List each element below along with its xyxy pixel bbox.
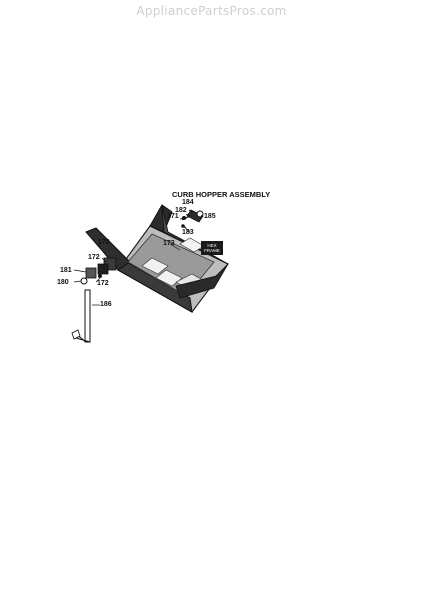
part-label-183: 183 xyxy=(182,229,194,236)
part-label-172-upper: 172 xyxy=(88,254,100,261)
part-label-186: 186 xyxy=(100,301,112,308)
part-label-170: 170 xyxy=(98,239,110,246)
part-label-173: 173 xyxy=(163,240,175,247)
upper-hardware xyxy=(181,209,204,233)
tag-line-2: FRAME xyxy=(204,248,220,253)
curb-hopper xyxy=(85,204,229,313)
side-bracket xyxy=(80,257,117,285)
diagram-title: CURB HOPPER ASSEMBLY xyxy=(172,190,271,199)
part-label-184: 184 xyxy=(182,199,194,206)
leader-lines xyxy=(73,209,204,306)
part-label-180: 180 xyxy=(57,279,69,286)
part-label-181: 181 xyxy=(60,267,72,274)
tag-line-1: HEX xyxy=(207,243,217,248)
part-label-185: 185 xyxy=(204,213,216,220)
part-label-171: 171 xyxy=(167,213,179,220)
part-label-172-lower: 172 xyxy=(97,280,109,287)
hex-frame-tag: HEX FRAME xyxy=(201,241,223,255)
part-label-182: 182 xyxy=(175,207,187,214)
rod-186 xyxy=(71,289,91,343)
site-watermark: AppliancePartsPros.com xyxy=(136,4,287,18)
